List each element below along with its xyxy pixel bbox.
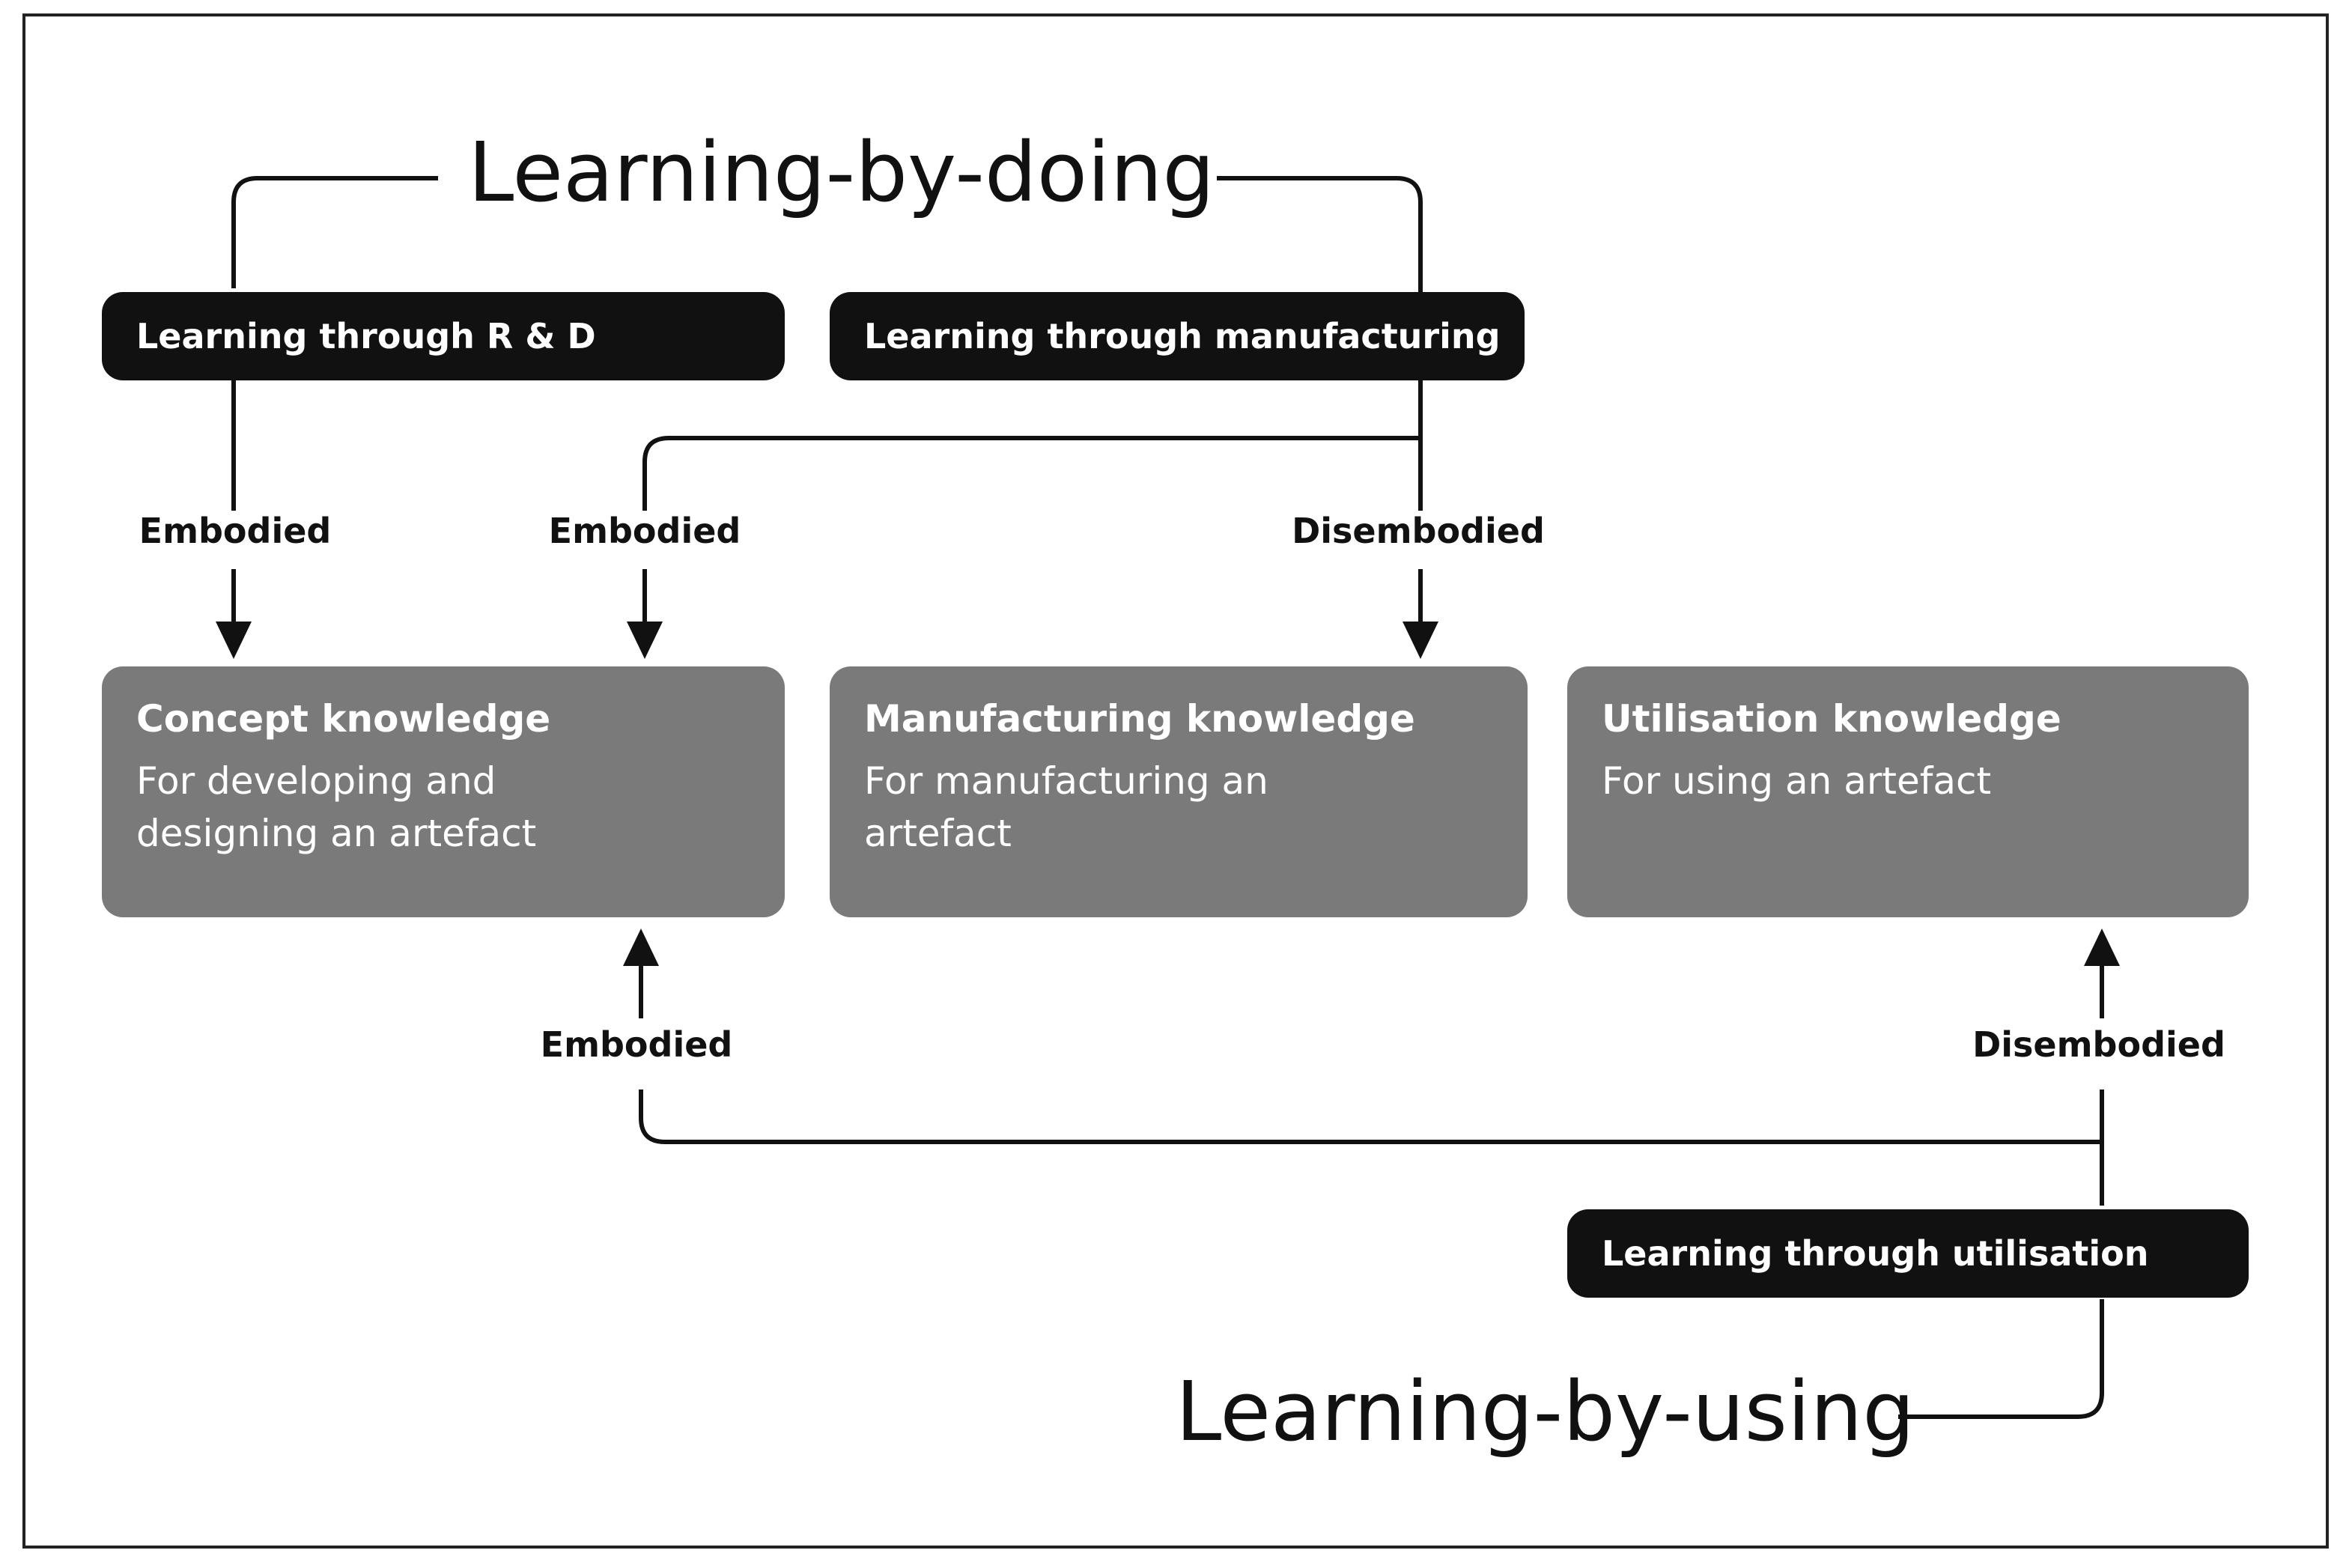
flow-label-utilisation-to-utilisation: Disembodied — [1966, 1024, 2231, 1066]
utilisation-knowledge-description: For using an artefact — [1602, 759, 1992, 803]
arrow-rnd-to-concept — [216, 622, 252, 659]
channel-rnd: Learning through R & D — [102, 292, 785, 380]
doing-bracket-right — [1217, 176, 1423, 296]
arrow-utilisation-to-concept — [623, 929, 659, 966]
utilisation-branch-line — [639, 1090, 2102, 1144]
concept-knowledge-description: For developing and designing an artefact — [136, 759, 537, 855]
using-bracket — [1898, 1299, 2104, 1419]
arrow-utilisation-to-utilisation — [2084, 929, 2120, 966]
diagram-frame — [22, 13, 2329, 1549]
utilisation-knowledge-title: Utilisation knowledge — [1602, 697, 2061, 741]
utilisation-knowledge-box: Utilisation knowledge For using an artef… — [1567, 666, 2249, 917]
learning-by-doing-heading: Learning-by-doing — [468, 124, 1215, 220]
learning-by-using-heading: Learning-by-using — [1176, 1364, 1915, 1459]
arrow-manufacturing-to-manufacturing — [1403, 622, 1438, 659]
flow-label-rnd-to-concept: Embodied — [133, 511, 338, 553]
flow-label-manufacturing-to-concept: Embodied — [542, 511, 747, 553]
channel-manufacturing: Learning through manufacturing — [830, 292, 1525, 380]
arrow-manufacturing-to-concept — [627, 622, 663, 659]
channel-utilisation: Learning through utilisation — [1567, 1209, 2249, 1298]
doing-bracket-left — [231, 176, 438, 288]
concept-knowledge-box: Concept knowledge For developing and des… — [102, 666, 785, 917]
concept-knowledge-title: Concept knowledge — [136, 697, 551, 741]
flow-label-manufacturing-to-manufacturing: Disembodied — [1286, 511, 1551, 553]
manufacturing-knowledge-title: Manufacturing knowledge — [864, 697, 1415, 741]
manufacturing-branch-line — [642, 436, 1420, 517]
manufacturing-knowledge-box: Manufacturing knowledge For manufacturin… — [830, 666, 1528, 917]
flow-label-utilisation-to-concept: Embodied — [534, 1024, 739, 1066]
manufacturing-knowledge-description: For manufacturing an artefact — [864, 759, 1268, 855]
